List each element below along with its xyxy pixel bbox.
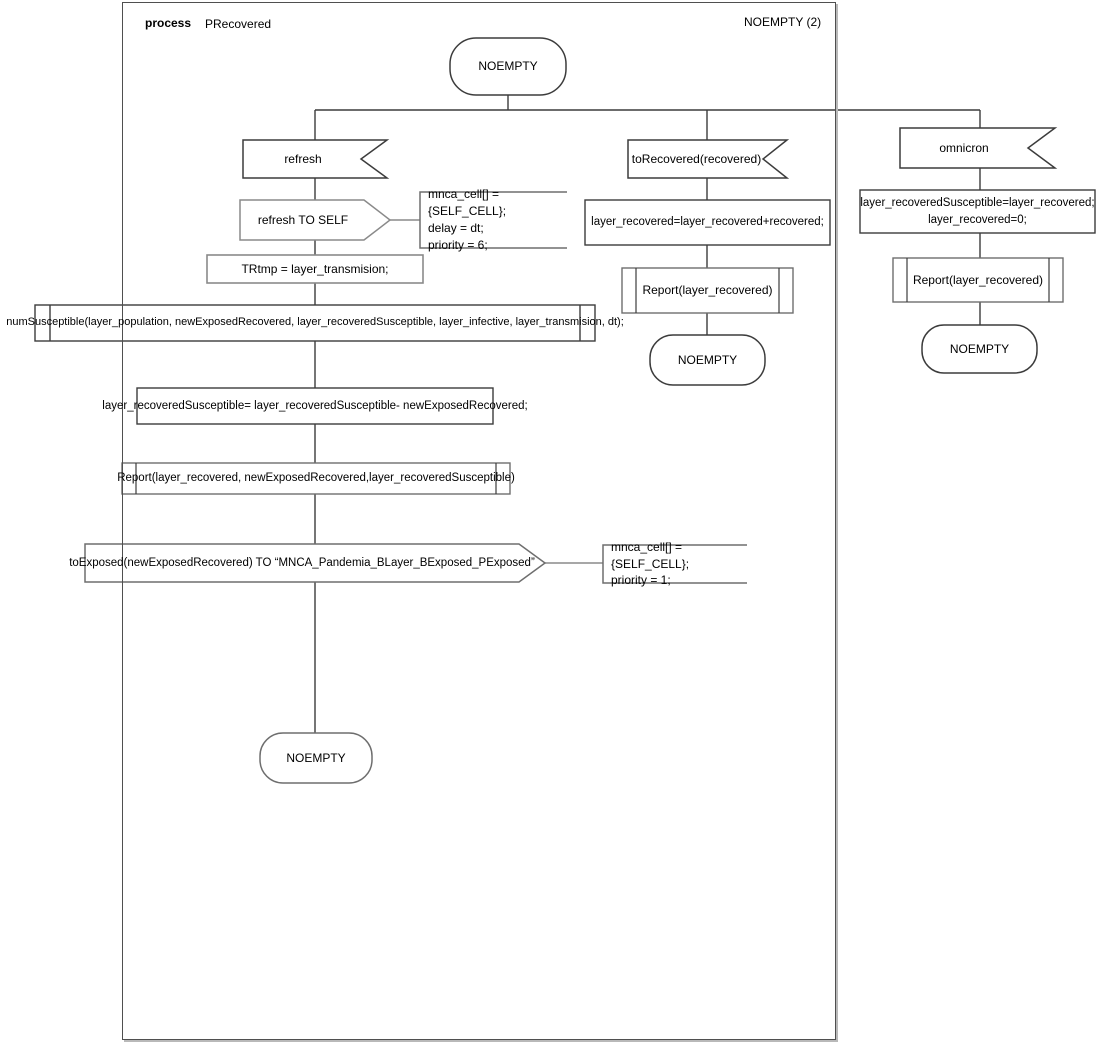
process-frame: [122, 2, 836, 1040]
task-add-recovered-label: layer_recovered=layer_recovered+recovere…: [591, 216, 824, 229]
procedure-numsusceptible-label: numSusceptible(layer_population, newExpo…: [6, 316, 624, 329]
process-name: PRecovered: [205, 17, 272, 31]
state-noempty-end-right-shape: [921, 324, 1038, 374]
signal-input-omnicron-label: omnicron: [939, 140, 989, 155]
comment-refresh-params-shape: [419, 191, 567, 249]
state-noempty-end-right-label: NOEMPTY: [949, 341, 1010, 356]
comment-toexposed-params: mnca_cell[] = {SELF_CELL}; priority = 1;: [611, 539, 690, 588]
signal-output-toexposed-shape: [84, 543, 547, 583]
state-noempty-start-shape: [449, 37, 567, 96]
signal-input-refresh-shape: [242, 139, 390, 179]
procedure-report-full-label: Report(layer_recovered, newExposedRecove…: [117, 472, 515, 485]
state-noempty-end-left-shape: [259, 732, 373, 784]
comment-refresh-params: mnca_cell[] = {SELF_CELL}; delay = dt; p…: [428, 187, 507, 252]
signal-input-omnicron-shape: [899, 127, 1058, 169]
procedure-report-recovered-shape: [621, 267, 794, 314]
state-noempty-end-middle-label: NOEMPTY: [677, 352, 738, 367]
task-reset-recovered-label: layer_recoveredSusceptible=layer_recover…: [860, 197, 1095, 226]
procedure-report-omnicron-label: Report(layer_recovered): [912, 272, 1044, 287]
process-type-label: process: [145, 16, 192, 30]
state-noempty-end-left-label: NOEMPTY: [286, 750, 346, 765]
signal-input-torecovered-label: toRecovered(recovered): [631, 151, 762, 166]
state-noempty-end-middle-shape: [649, 334, 766, 386]
task-update-recovered-susceptible-shape: [136, 387, 494, 425]
task-reset-recovered-shape: [859, 189, 1096, 234]
task-update-recovered-susceptible-label: layer_recoveredSusceptible= layer_recove…: [102, 399, 528, 412]
connector-lines: [314, 95, 981, 733]
comment-connector-lines: [390, 219, 603, 564]
task-trtmp-label: TRtmp = layer_transmision;: [241, 261, 389, 276]
signal-input-refresh-label: refresh: [284, 151, 322, 166]
procedure-numsusceptible-shape: [34, 304, 596, 342]
task-add-recovered-shape: [584, 199, 831, 246]
procedure-report-full-shape: [121, 462, 511, 495]
signal-output-refresh-to-self-shape: [239, 199, 392, 241]
procedure-report-omnicron-shape: [892, 257, 1064, 303]
signal-output-refresh-to-self-label: refresh TO SELF: [257, 212, 349, 227]
state-noempty-start-label: NOEMPTY: [478, 59, 538, 74]
task-trtmp-shape: [206, 254, 424, 284]
signal-output-toexposed-label: toExposed(newExposedRecovered) TO “MNCA_…: [69, 556, 535, 569]
signal-input-torecovered-shape: [627, 139, 790, 179]
procedure-report-recovered-label: Report(layer_recovered): [642, 283, 773, 298]
comment-toexposed-params-shape: [602, 544, 747, 584]
page-ref-label: NOEMPTY (2): [744, 15, 822, 29]
